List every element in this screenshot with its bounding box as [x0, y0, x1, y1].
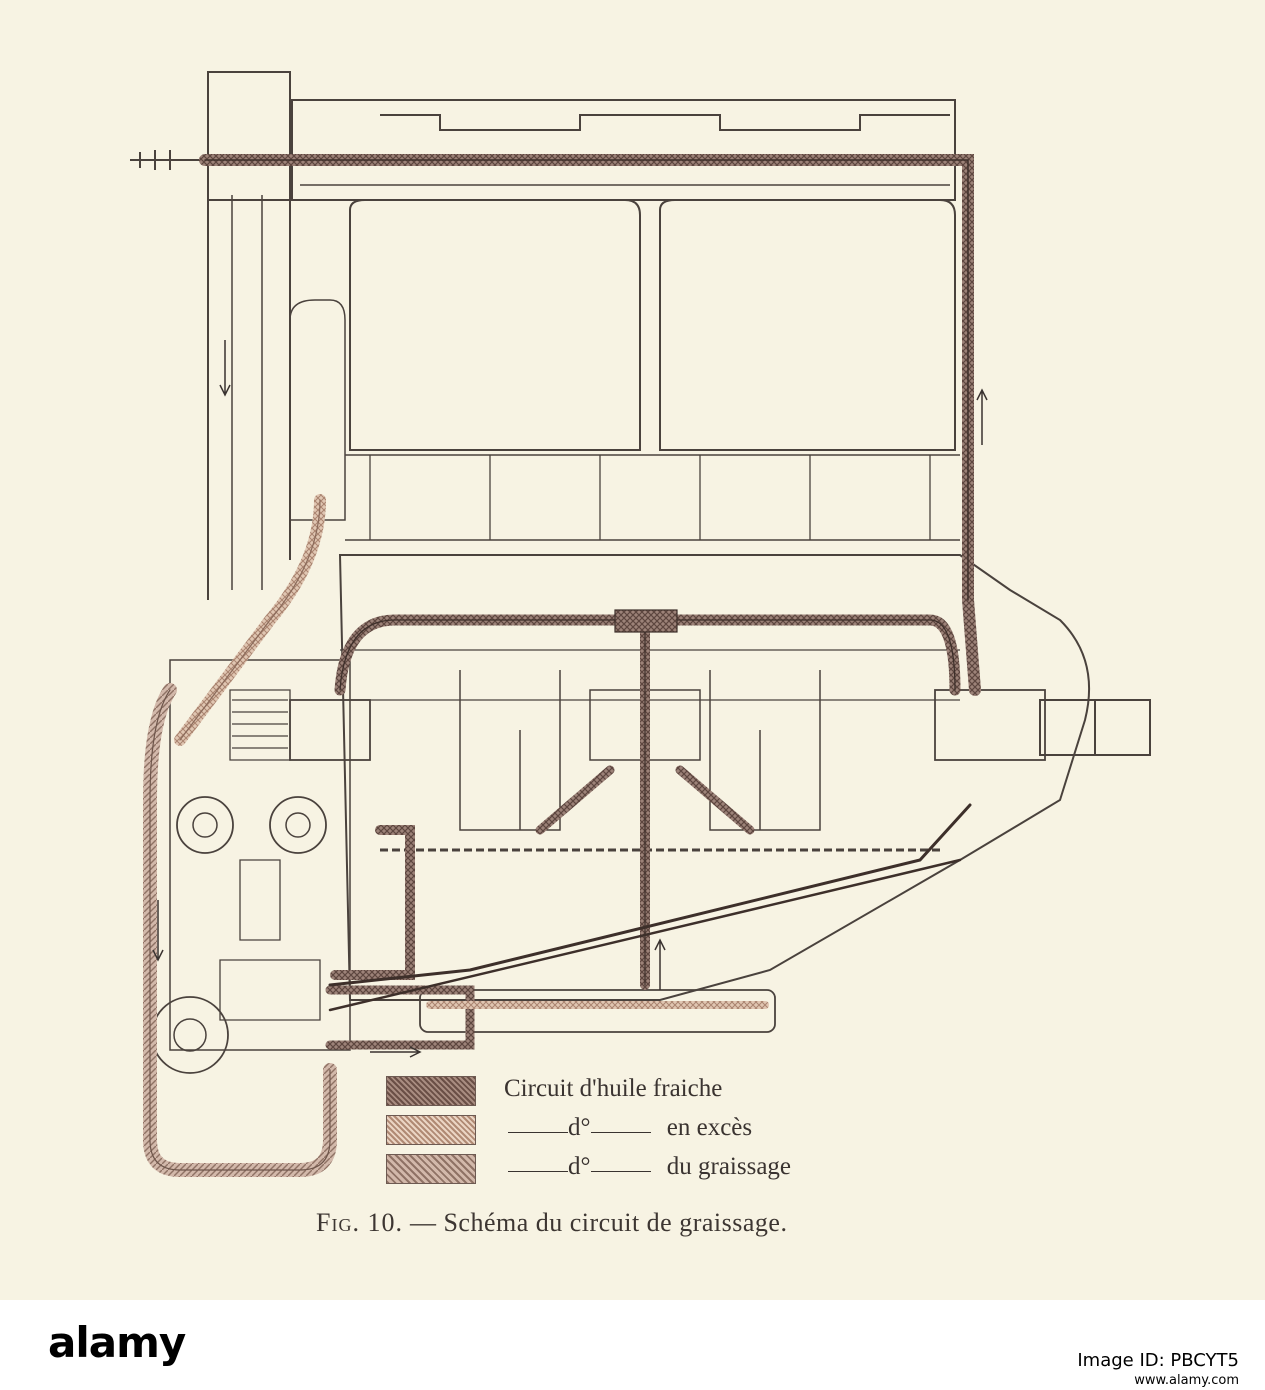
- oil-filter: [419, 989, 776, 1033]
- scanned-page: Circuit d'huile fraiche d° en excès d° d…: [130, 71, 1151, 1238]
- fresh-oil-return: [330, 825, 415, 980]
- crankcase-outline: [338, 554, 1091, 1001]
- stock-url[interactable]: www.alamy.com: [1134, 1373, 1239, 1388]
- image-id: Image ID: PBCYT5: [1077, 1350, 1239, 1371]
- head-detail: [380, 114, 950, 131]
- brand-logo[interactable]: alamy: [48, 1318, 186, 1367]
- bearing-left: [289, 699, 371, 761]
- lubrication-circuit-diagram: [130, 71, 1151, 1177]
- oil-nipple: [130, 150, 205, 170]
- flow-arrow: [370, 1046, 422, 1058]
- pump-wheel: [151, 996, 229, 1074]
- legend-ditto: d°: [568, 1153, 591, 1180]
- ditto-rule: [508, 1132, 568, 1133]
- gear-right: [269, 796, 327, 854]
- legend-label-fresh-oil: Circuit d'huile fraiche: [504, 1075, 723, 1102]
- stock-footer: [0, 1300, 1265, 1390]
- scavenge-line: [328, 803, 972, 987]
- caption-dash: —: [409, 1208, 437, 1237]
- ditto-rule: [508, 1171, 568, 1172]
- gear-left: [176, 796, 234, 854]
- magneto-housing: [169, 659, 351, 1051]
- bearing-right: [934, 689, 1046, 761]
- flow-arrow: [219, 340, 231, 397]
- flow-arrow: [654, 938, 666, 990]
- excess-oil-line: [174, 494, 326, 746]
- caption-title: Schéma du circuit de graissage.: [443, 1208, 788, 1237]
- ditto-rule: [590, 1132, 651, 1133]
- distribution-block: [614, 609, 678, 633]
- caption-fig-number: Fig. 10.: [316, 1208, 403, 1237]
- legend-label-lubrication: du graissage: [666, 1153, 792, 1180]
- flow-arrow: [152, 900, 164, 962]
- fresh-oil-drain: [325, 985, 475, 1050]
- legend-swatch-fresh-oil: [386, 1076, 476, 1106]
- legend-row-excess-oil: d° en excès: [508, 1115, 752, 1140]
- output-shaft: [1039, 699, 1151, 756]
- cylinder-left: [349, 199, 641, 451]
- legend-label-excess-oil: en excès: [666, 1114, 753, 1141]
- cylinder-right: [659, 199, 956, 451]
- legend-row-lubrication: d° du graissage: [508, 1154, 791, 1179]
- fresh-oil-top-rail: [199, 154, 981, 696]
- flow-arrow: [976, 388, 988, 445]
- legend-swatch-excess-oil: [386, 1115, 476, 1145]
- cylinder-head-outline: [291, 99, 956, 201]
- ditto-rule: [590, 1171, 651, 1172]
- timing-column: [207, 71, 291, 600]
- expansion-tank: [289, 299, 346, 521]
- legend-swatch-lubrication: [386, 1154, 476, 1184]
- legend-ditto: d°: [568, 1114, 591, 1141]
- figure-caption: Fig. 10. — Schéma du circuit de graissag…: [316, 1208, 787, 1238]
